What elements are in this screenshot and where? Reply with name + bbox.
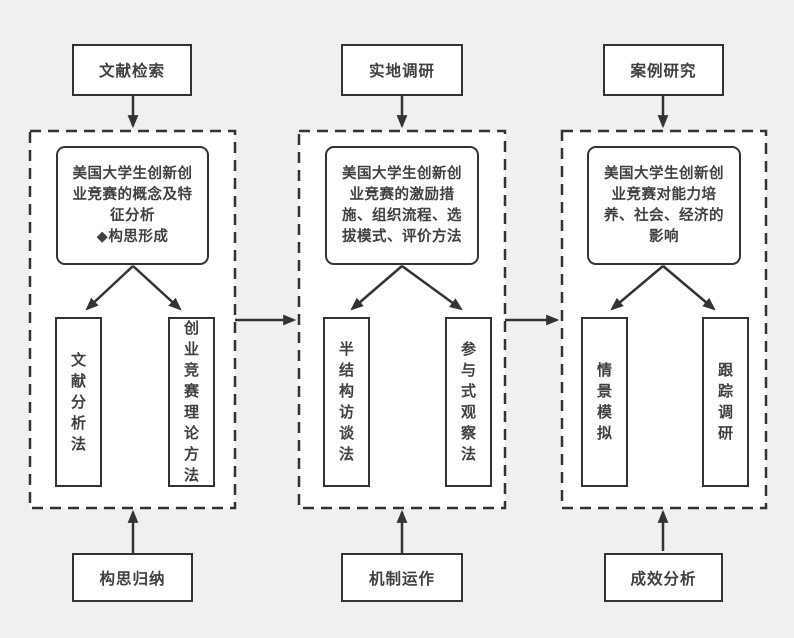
content-text: 美国大学生创新创 业竞赛对能力培 养、社会、经济的 影响: [604, 165, 724, 245]
arrow-split-col3-left: [610, 265, 664, 311]
content-box-concept-feature-analysis: 美国大学生创新创 业竞赛的概念及特 征分析 ◆构思形成: [56, 146, 209, 265]
method-box-semi-structured-interview: 半结构访谈法: [323, 317, 370, 487]
stage-box-field-research: 实地调研: [341, 44, 463, 96]
method-label: 参与式观察法: [460, 341, 476, 463]
arrow-split-col2-right: [401, 264, 463, 311]
phase-box-effect-analysis: 成效分析: [604, 553, 723, 602]
arrow-split-col1-right: [132, 265, 182, 311]
arrow-split-col2-left: [350, 265, 403, 311]
method-label: 跟踪调研: [717, 362, 733, 442]
method-label: 半结构访谈法: [338, 341, 354, 463]
method-box-scenario-simulation: 情景模拟: [581, 317, 628, 487]
method-label: 文献分析法: [70, 351, 86, 453]
content-box-incentive-organization: 美国大学生创新创 业竞赛的激励措 施、组织流程、选 拔模式、评价方法: [325, 146, 479, 265]
method-box-literature-analysis: 文献分析法: [55, 317, 102, 487]
method-box-competition-theory: 创业竞赛理论方法: [168, 317, 215, 487]
phase-box-mechanism-operation: 机制运作: [341, 553, 463, 602]
content-box-impact-analysis: 美国大学生创新创 业竞赛对能力培 养、社会、经济的 影响: [587, 146, 741, 265]
method-box-participant-observation: 参与式观察法: [445, 317, 492, 487]
content-text: 美国大学生创新创 业竞赛的激励措 施、组织流程、选 拔模式、评价方法: [342, 165, 462, 245]
method-box-follow-up-survey: 跟踪调研: [702, 317, 749, 487]
content-text: 美国大学生创新创 业竞赛的概念及特 征分析 ◆构思形成: [72, 165, 193, 245]
arrow-split-col1-left: [85, 265, 134, 311]
stage-box-literature-search: 文献检索: [72, 44, 192, 96]
arrow-split-col3-right: [662, 265, 716, 311]
method-label: 创业竞赛理论方法: [183, 320, 199, 484]
phase-box-idea-induction: 构思归纳: [72, 553, 193, 602]
stage-box-case-study: 案例研究: [603, 44, 724, 96]
method-label: 情景模拟: [596, 362, 612, 442]
